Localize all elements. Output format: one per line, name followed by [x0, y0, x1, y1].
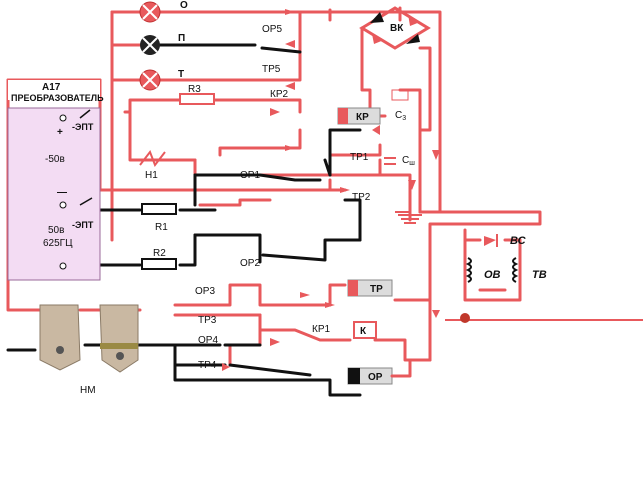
tr1-label: ТР1: [350, 152, 369, 163]
cw-label: Сш: [402, 155, 415, 167]
converter-id: А17: [42, 82, 61, 93]
plus-terminal-label: +: [57, 127, 63, 138]
resistor-icon: [141, 258, 177, 270]
diode-icon: [372, 34, 384, 44]
foot-switch-icon: [99, 304, 139, 373]
relay-or: ОР: [347, 367, 393, 385]
lamp-o-label: О: [180, 0, 188, 11]
r2-label: R2: [153, 248, 166, 259]
tr4-label: ТР4: [198, 360, 217, 371]
k-box-label: К: [360, 326, 367, 337]
converter-a17: А17 ПРЕОБРАЗОВАТЕЛЬ + — -50в 50в 625ГЦ: [7, 80, 104, 281]
ground-markers: [395, 211, 643, 323]
diode-icon: [484, 236, 496, 246]
capacitor-c3: С3: [391, 89, 409, 122]
nm-label: НМ: [80, 385, 96, 396]
tr3-label: ТР3: [198, 315, 217, 326]
r1-label: R1: [155, 222, 168, 233]
tr-box-label: ТР: [370, 284, 383, 295]
bk-label: ВК: [390, 23, 404, 34]
ov-label: ОВ: [484, 269, 501, 281]
diode-icon: [408, 14, 420, 26]
kr1-label: КР1: [312, 324, 330, 335]
tr5-label: ТР5: [262, 64, 281, 75]
foot-switch-icon: [39, 304, 81, 371]
foot-switch-nm: НМ: [39, 304, 139, 396]
output-frequency-label: 625ГЦ: [43, 238, 73, 249]
converter-name: ПРЕОБРАЗОВАТЕЛЬ: [11, 93, 104, 103]
resistor-icon: [141, 203, 177, 215]
ept-minus-label: -ЭПТ: [72, 220, 94, 230]
signal-lamp-o: О: [139, 0, 188, 23]
voltage-label: -50в: [45, 154, 65, 165]
resistor-icon: [179, 93, 215, 105]
capacitor-icon: [391, 89, 409, 101]
ept-plus-label: -ЭПТ: [72, 122, 94, 132]
or-box-label: ОР: [368, 372, 383, 383]
ground-node-icon: [460, 313, 470, 323]
tv-label: ТВ: [532, 269, 547, 281]
kr2-label: КР2: [270, 89, 288, 100]
diode-icon: [406, 34, 420, 44]
relay-tr: ТР: [347, 279, 393, 297]
signal-lamp-t: Т: [139, 69, 184, 91]
relay-kr: КР: [337, 107, 381, 125]
c3-label: С3: [395, 110, 406, 122]
tr2-label: ТР2: [352, 192, 371, 203]
diode-bridge-bk: ВК: [359, 6, 431, 50]
lamp-p-label: П: [178, 33, 185, 44]
diode-icon: [370, 12, 384, 23]
relay-coil-icon: [353, 321, 377, 339]
red-wiring: [6, 6, 542, 367]
resistor-r2: R2: [141, 248, 177, 270]
r3-label: R3: [188, 84, 201, 95]
generator-windings: ВС ОВ ТВ: [465, 234, 547, 283]
black-wiring: [6, 43, 362, 397]
capacitor-cw: Сш: [384, 155, 415, 167]
relay-k: К: [353, 321, 377, 339]
output-voltage-label: 50в: [48, 225, 64, 236]
op3-label: ОР3: [195, 286, 215, 297]
op2-label: ОР2: [240, 258, 260, 269]
n1-label: Н1: [145, 170, 158, 181]
minus-terminal-label: —: [57, 187, 67, 198]
resistor-r3: R3: [179, 84, 215, 105]
current-arrows: [222, 9, 440, 371]
op4-label: ОР4: [198, 335, 218, 346]
lamp-t-label: Т: [178, 69, 184, 80]
kr-label: КР: [356, 112, 369, 123]
vs-label: ВС: [510, 235, 527, 247]
op1-label: ОР1: [240, 170, 260, 181]
resistor-r1: R1: [141, 203, 177, 233]
op5-label: ОР5: [262, 24, 282, 35]
signal-lamp-p: П: [140, 33, 185, 55]
